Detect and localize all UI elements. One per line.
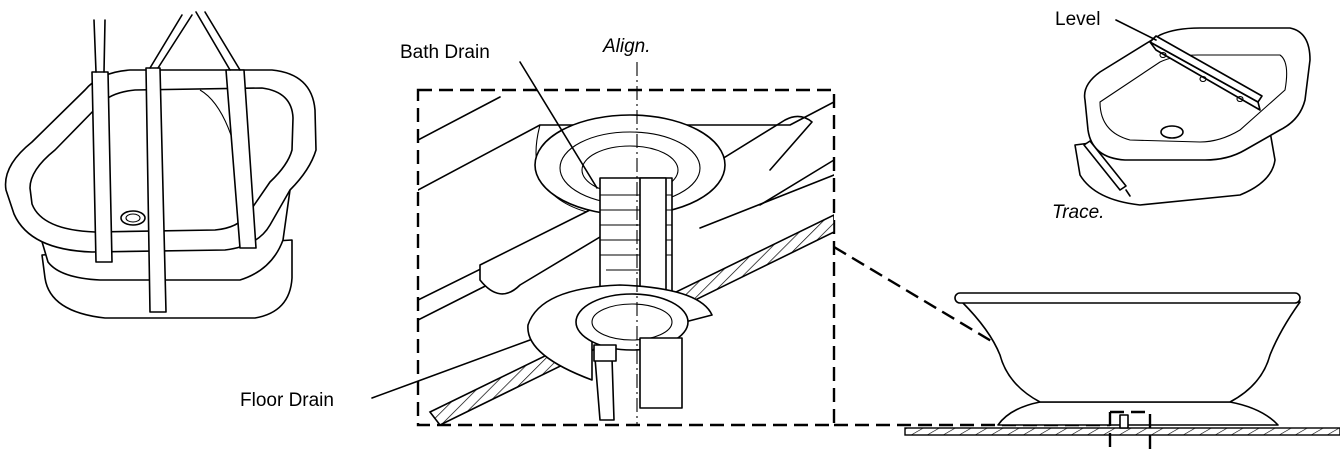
trace-label: Trace. — [1052, 202, 1104, 223]
tub-lifting-illustration — [4, 11, 317, 319]
align-label: Align. — [602, 36, 651, 57]
detail-frame — [416, 88, 836, 427]
drain-detail-view — [416, 62, 836, 427]
level-label: Level — [1055, 9, 1100, 30]
floor-drain-label: Floor Drain — [240, 390, 334, 411]
detail-callout-leader-upper — [833, 245, 1111, 414]
tub-floor-illustration — [904, 292, 1340, 453]
tub-level-trace-illustration — [1074, 27, 1311, 206]
floor-detail-marker — [1108, 410, 1152, 453]
bath-drain-label: Bath Drain — [400, 42, 490, 63]
